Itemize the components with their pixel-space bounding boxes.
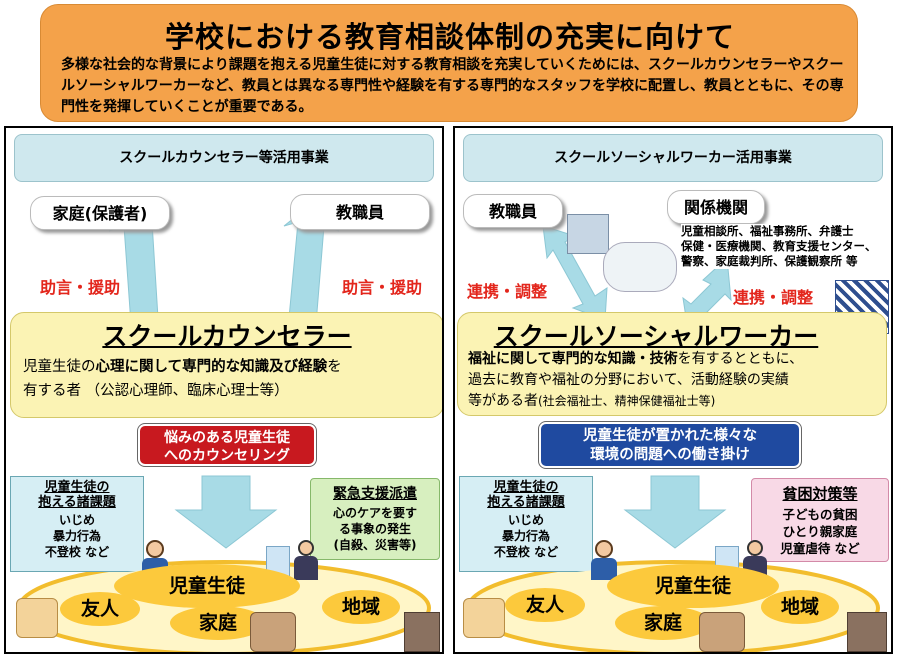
desc-line3a: 等がある者	[468, 393, 538, 409]
friend-blob: 友人	[60, 592, 140, 626]
town-icon	[847, 612, 887, 652]
target-staff: 教職員	[463, 194, 563, 228]
school-counselor-panel: スクールカウンセラー等活用事業 家庭(保護者) 教職員 助言・援助 助言・援助 …	[4, 126, 444, 654]
social-worker-role-box: スクールソーシャルワーカー 福祉に関して専門的な知識・技術を有するとともに、 過…	[457, 312, 887, 416]
region-blob: 地域	[322, 590, 400, 624]
counselor-role-box: スクールカウンセラー 児童生徒の心理に関して専門的な知識及び経験を 有する者 （…	[10, 312, 442, 418]
intro-text: 多様な社会的な背景により課題を抱える児童生徒に対する教育相談を充実していくために…	[61, 57, 844, 115]
desc-line3b: (社会福祉士、精神保健福祉士等)	[538, 394, 716, 408]
poverty-lines: 子どもの貧困 ひとり親家庭 児童虐待 など	[752, 506, 888, 557]
issues-list: いじめ 暴力行為 不登校 など	[11, 512, 143, 560]
student-blob: 児童生徒	[114, 564, 300, 608]
student-blob: 児童生徒	[607, 564, 779, 608]
issues-title-2: 抱える諸課題	[38, 495, 116, 510]
desc-post: を有するとともに、	[677, 351, 804, 367]
target-staff: 教職員	[290, 194, 430, 230]
home-icon	[250, 612, 296, 652]
issues-title-2: 抱える諸課題	[487, 495, 565, 510]
issue-item: 暴力行為	[52, 529, 101, 543]
issue-item: 不登校 など	[493, 545, 559, 559]
counselor-role-desc: 児童生徒の心理に関して専門的な知識及び経験を 有する者 （公認心理師、臨床心理士…	[23, 355, 433, 403]
page-title: 学校における教育相談体制の充実に向けて	[164, 20, 735, 54]
coordination-label-left: 連携・調整	[467, 282, 548, 301]
friend-blob: 友人	[505, 588, 585, 622]
classroom-icon	[463, 598, 505, 638]
emergency-lines: 心のケアを要す る事象の発生 (自殺、災害等)	[311, 505, 439, 553]
issue-item: 暴力行為	[501, 529, 550, 543]
arrow-down-to-student	[174, 475, 278, 549]
meeting-icon	[603, 242, 677, 292]
desc-bold: 福祉に関して専門的な知識・技術	[468, 351, 678, 367]
issue-item: いじめ	[507, 513, 544, 527]
issues-callout: 児童生徒の 抱える諸課題 いじめ 暴力行為 不登校 など	[10, 476, 144, 572]
region-blob: 地域	[761, 590, 839, 624]
poverty-line: 児童虐待 など	[780, 541, 860, 556]
action-line2: へのカウンセリング	[164, 448, 290, 464]
action-line1: 児童生徒が置かれた様々な	[583, 428, 757, 444]
agency-line: 警察、家庭裁判所、保護観察所 等	[681, 254, 858, 268]
poverty-title: 貧困対策等	[782, 485, 858, 503]
issues-title-1: 児童生徒の	[493, 480, 559, 495]
poverty-line: 子どもの貧困	[782, 507, 858, 522]
social-worker-role-title: スクールソーシャルワーカー	[493, 322, 819, 351]
home-icon	[699, 612, 745, 652]
target-agencies: 関係機関	[667, 190, 765, 224]
desc-line2: 有する者 （公認心理師、臨床心理士等）	[23, 383, 289, 399]
teacher-figure-icon	[294, 540, 318, 580]
emergency-line: (自殺、災害等)	[333, 538, 417, 552]
issues-title: 児童生徒の 抱える諸課題	[460, 480, 592, 510]
desc-pre: 児童生徒の	[23, 359, 96, 375]
issue-item: いじめ	[58, 513, 95, 527]
advice-label-right: 助言・援助	[342, 278, 423, 297]
issues-title: 児童生徒の 抱える諸課題	[11, 480, 143, 510]
school-building-icon	[567, 214, 609, 254]
counselor-role-title: スクールカウンセラー	[102, 322, 352, 351]
header-banner: 学校における教育相談体制の充実に向けて 多様な社会的な背景により課題を抱える児童…	[40, 4, 858, 122]
counselor-program-banner: スクールカウンセラー等活用事業	[14, 134, 434, 182]
family-blob: 家庭	[615, 606, 711, 640]
desc-bold: 心理に関して専門的な知識及び経験	[95, 359, 328, 375]
environment-action-box: 児童生徒が置かれた様々な 環境の問題への働き掛け	[539, 422, 801, 468]
emergency-line: 心のケアを要す	[332, 506, 417, 520]
poverty-line: ひとり親家庭	[782, 524, 858, 539]
desc-post: を	[327, 359, 342, 375]
action-line1: 悩みのある児童生徒	[164, 430, 290, 446]
social-worker-program-banner: スクールソーシャルワーカー活用事業	[463, 134, 883, 182]
agency-line: 児童相談所、福祉事務所、弁護士	[681, 224, 854, 238]
classroom-icon	[16, 598, 58, 638]
agencies-list: 児童相談所、福祉事務所、弁護士 保健・医療機関、教育支援センター、 警察、家庭裁…	[681, 224, 891, 269]
student-figure-icon	[591, 540, 617, 580]
emergency-line: る事象の発生	[338, 522, 411, 536]
emergency-title: 緊急支援派遣	[333, 486, 417, 502]
social-worker-role-desc: 福祉に関して専門的な知識・技術を有するとともに、 過去に教育や福祉の分野において…	[468, 349, 882, 412]
issues-title-1: 児童生徒の	[44, 480, 110, 495]
arrow-down-to-student	[623, 475, 727, 549]
issues-list: いじめ 暴力行為 不登校 など	[460, 512, 592, 560]
school-social-worker-panel: スクールソーシャルワーカー活用事業 教職員 関係機関 児童相談所、福祉事務所、弁…	[453, 126, 893, 654]
target-home: 家庭(保護者)	[30, 196, 170, 230]
poverty-callout: 貧困対策等 子どもの貧困 ひとり親家庭 児童虐待 など	[751, 478, 889, 562]
counseling-action-box: 悩みのある児童生徒 へのカウンセリング	[138, 424, 316, 466]
issues-callout: 児童生徒の 抱える諸課題 いじめ 暴力行為 不登校 など	[459, 476, 593, 572]
issue-item: 不登校 など	[44, 545, 110, 559]
agency-line: 保健・医療機関、教育支援センター、	[681, 239, 877, 253]
town-icon	[404, 612, 440, 652]
coordination-label-right: 連携・調整	[733, 288, 814, 307]
advice-label-left: 助言・援助	[40, 278, 121, 297]
action-line2: 環境の問題への働き掛け	[590, 447, 750, 463]
desc-line2: 過去に教育や福祉の分野において、活動経験の実績	[468, 372, 789, 388]
emergency-callout: 緊急支援派遣 心のケアを要す る事象の発生 (自殺、災害等)	[310, 478, 440, 560]
